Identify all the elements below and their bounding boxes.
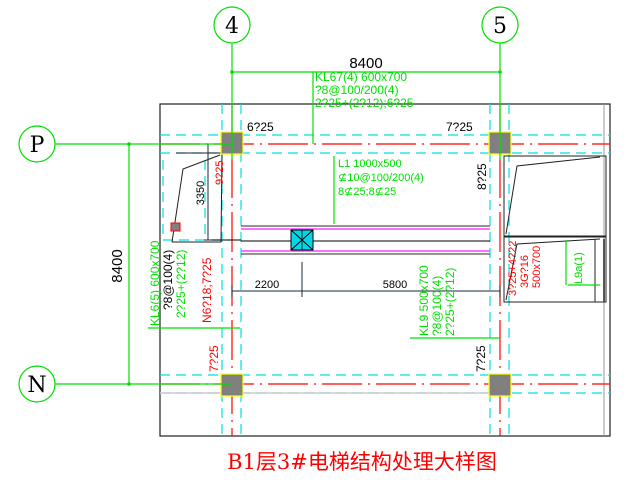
rebar-bottom-left: 7?25 xyxy=(207,345,221,372)
kl6-side-rebar: N6?18;7?25 xyxy=(200,257,214,323)
dim-2200: 2200 xyxy=(255,279,279,291)
rebar-left-vert: 9?25 xyxy=(214,161,226,185)
axis-label-N: N xyxy=(27,373,46,398)
kl9-stirrup: ?8@100(4) xyxy=(430,276,444,336)
right-openings xyxy=(503,155,607,303)
kl67-stirrup: ?8@100/200(4) xyxy=(315,83,399,97)
right-beam-rebar: 3?25+4?22 xyxy=(507,241,519,296)
dim-top-span: 8400 xyxy=(349,55,382,72)
dim-left-span: 8400 xyxy=(109,249,126,282)
axis-bubble-P: P xyxy=(18,125,56,163)
right-beam-side: 3G?16 xyxy=(519,255,531,288)
axis-bubble-5: 5 xyxy=(481,6,519,44)
column-5-N xyxy=(488,373,512,397)
kl6-label: KL6(5) 600x700 xyxy=(148,240,162,326)
small-column xyxy=(170,222,181,232)
dim-5800: 5800 xyxy=(383,279,407,291)
kl9-rebar: 2?25+(2?12) xyxy=(443,268,457,336)
l9a-label: L9a(1) xyxy=(573,252,585,284)
rebar-right-vert: 8?25 xyxy=(475,163,489,190)
axis-label-4: 4 xyxy=(225,14,239,39)
l1-stirrup: ⊈10@100/200(4) xyxy=(338,172,424,184)
kl6-stirrup: ?8@100(4) xyxy=(161,250,175,310)
axis-label-P: P xyxy=(30,133,45,158)
l1-label: L1 1000x500 xyxy=(338,158,402,170)
rebar-top-left: 6?25 xyxy=(247,120,274,134)
slab-boundary xyxy=(159,103,611,437)
kl9-label: KL9 500x700 xyxy=(417,265,431,336)
kl67-rebar: 2?25+(2?12);6?25 xyxy=(315,96,414,110)
hatched-box xyxy=(290,229,314,251)
dim-opening-height: 3350 xyxy=(195,181,207,205)
axis-bubble-N: N xyxy=(18,365,56,403)
rebar-top-right: 7?25 xyxy=(446,120,473,134)
right-beam-size: 500x700 xyxy=(531,246,543,288)
axis-bubble-4: 4 xyxy=(213,6,251,44)
l1-rebar: 8⊈25;8⊈25 xyxy=(338,186,396,198)
drawing-title: B1层3#电梯结构处理大样图 xyxy=(227,450,497,474)
axis-ticks xyxy=(127,70,502,386)
axis-lines xyxy=(48,40,600,385)
axis-label-5: 5 xyxy=(493,14,507,39)
column-4-N xyxy=(220,373,244,397)
kl67-label: KL67(4) 600x700 xyxy=(315,70,407,84)
kl6-rebar: 2?25+(2?12) xyxy=(174,250,188,318)
rebar-bottom-right: 7?25 xyxy=(474,345,488,372)
dim-line-bottom xyxy=(231,262,501,297)
l1-beam xyxy=(205,225,490,255)
